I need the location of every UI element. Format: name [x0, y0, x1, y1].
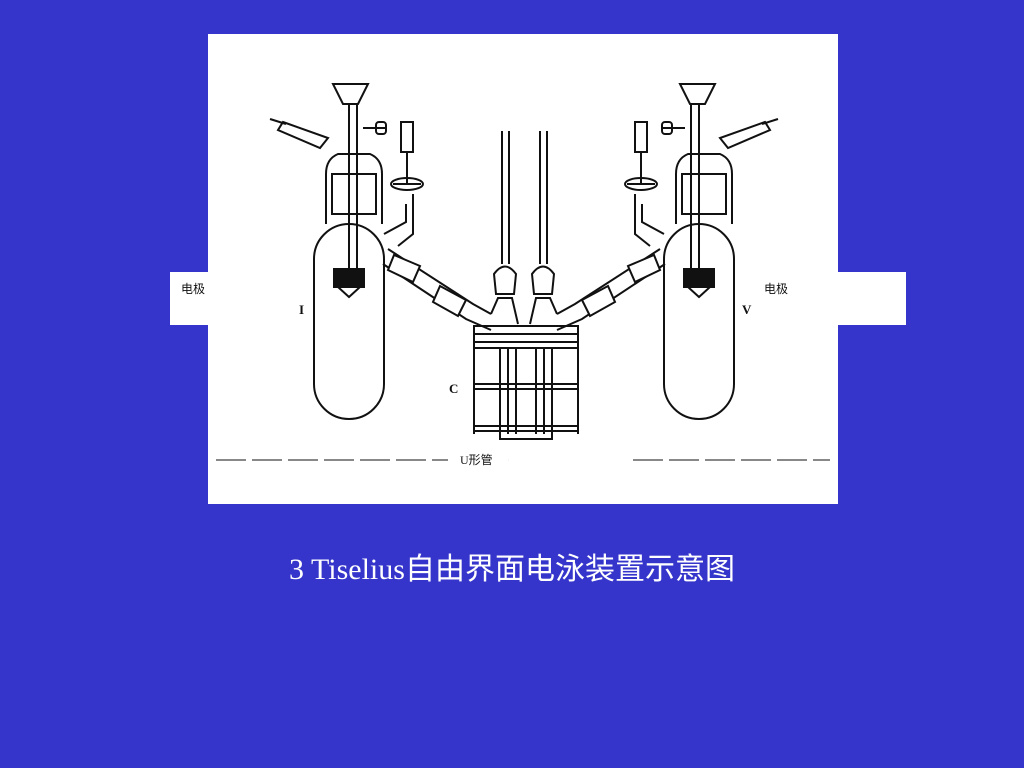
- apparatus-diagram: [208, 34, 838, 504]
- vessel-mark-left: I: [299, 302, 305, 317]
- right-connecting-arm: [556, 248, 666, 331]
- center-u-tube: [473, 131, 579, 440]
- u-tube-mark: C: [449, 381, 459, 396]
- right-electrode-vessel: [624, 83, 779, 420]
- tiselius-apparatus-drawing: [216, 83, 830, 461]
- electrode-label-right: 电极: [764, 282, 789, 296]
- vessel-mark-right: V: [742, 302, 752, 317]
- electrode-label-band-left: [170, 272, 210, 325]
- electrode-label-left: 电极: [181, 282, 206, 296]
- figure-caption: 3 Tiselius自由界面电泳装置示意图: [289, 553, 735, 586]
- left-electrode-vessel: [269, 83, 424, 420]
- u-tube-label: U形管: [460, 453, 493, 467]
- electrode-label-band-right: [836, 272, 906, 325]
- left-connecting-arm: [382, 248, 492, 331]
